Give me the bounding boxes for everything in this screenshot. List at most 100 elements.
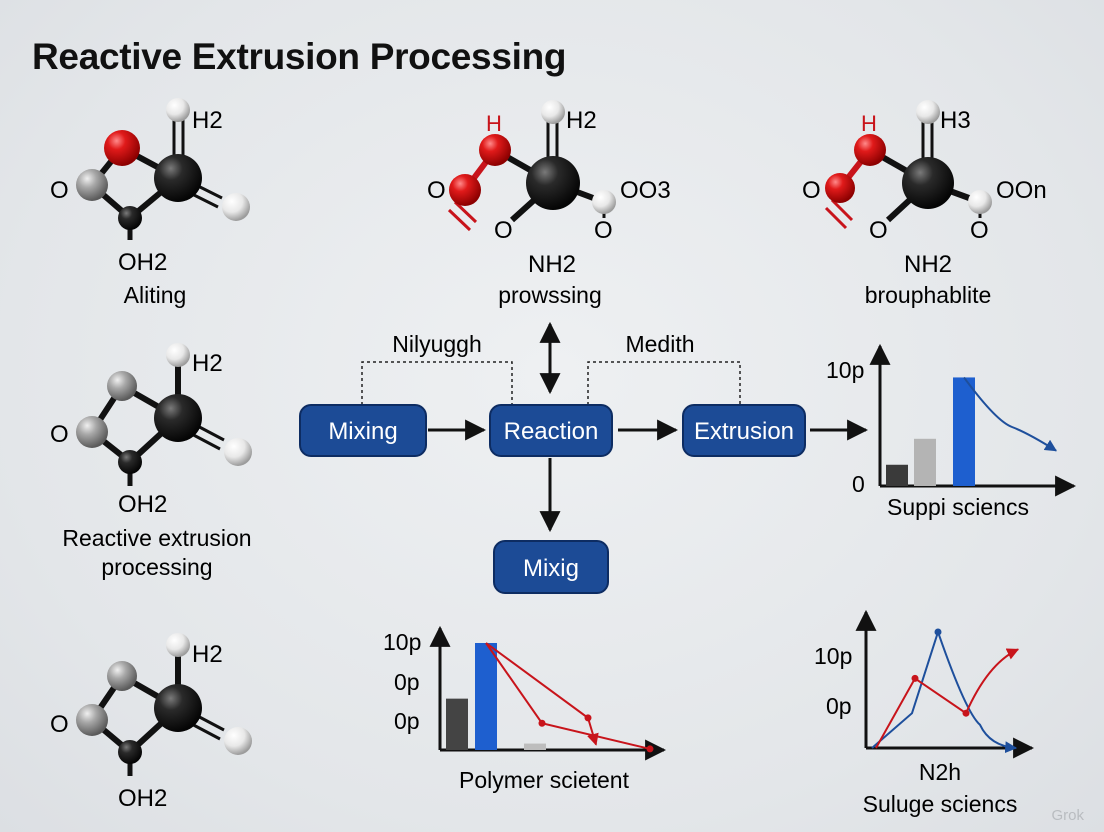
atom-label-top: H2 [192,350,223,377]
bracket-label-left: Nilyuggh [392,331,482,357]
oxygen-atom [854,134,886,166]
process-box [682,404,806,457]
series-line [875,648,1020,749]
molecule-1: H2 O OH2 Aliting [50,98,250,308]
hydrogen-atom [224,438,252,466]
atom-label-top: H2 [192,107,223,134]
bar [914,438,936,486]
carbon-atom [526,156,580,210]
carbon-atom-gray [76,704,108,736]
atom-label-top: H2 [192,641,223,668]
hydrogen-atom [222,193,250,221]
carbon-atom-gray [76,416,108,448]
molecule-4: H2 O OH2 Reactive extrusion processing [50,343,252,580]
process-step-reaction[interactable]: Reaction [489,404,613,457]
data-point [962,709,970,717]
atom-label-bottom: NH2 [528,251,576,278]
series-line [963,376,1058,452]
bar [475,643,497,750]
data-point [646,745,654,753]
atom-label-left: O [50,711,69,738]
carbon-atom-gray [107,371,137,401]
molecule-caption: Aliting [124,282,187,308]
hydrogen-atom [968,190,992,214]
molecule-caption: brouphablite [865,282,992,308]
data-point [911,674,919,682]
chart-polymer-scietent: 10p 0p 0p Polymer scietent [383,625,667,793]
carbon-atom-small [118,206,142,230]
bar [446,698,468,750]
y-tick-label: 10p [383,629,421,655]
dotted-bracket-left [361,361,513,405]
process-box [493,540,609,594]
process-step-label: Extrusion [694,418,794,445]
y-tick-label: 0p [826,693,852,719]
hydrogen-atom [916,100,940,124]
atom-label-top: H3 [940,107,971,134]
molecule-2: H H2 O O O OO3 NH2 prowssing [427,100,671,308]
hydrogen-atom [166,98,190,122]
atom-label-bottom: OH2 [118,785,167,812]
hydrogen-atom [224,727,252,755]
atom-label-left: O [802,177,821,204]
atom-label-bottom-right: O [970,217,989,244]
series-line [871,628,1018,754]
molecule-3: H H3 O O O OOn NH2 brouphablite [802,100,1047,308]
atom-label-top: H2 [566,107,597,134]
data-point [538,719,546,727]
carbon-atom [902,157,954,209]
process-step-mixing[interactable]: Mixing [299,404,427,457]
dotted-bracket-right [587,361,741,405]
molecule-caption: prowssing [498,282,602,308]
carbon-atom-small [118,740,142,764]
double-bond [830,198,854,222]
carbon-atom-gray [107,661,137,691]
atom-label-right: OOn [996,177,1047,204]
atom-label-left: O [427,177,446,204]
process-step-label: Mixing [328,418,397,445]
atom-label-bottom-left: O [869,217,888,244]
watermark: Grok [1051,807,1084,824]
chart-suluge-sciencs: 10p 0p N2h Suluge sciencs [814,609,1035,817]
process-box [299,404,427,457]
hydrogen-atom [592,190,616,214]
oxygen-atom [825,173,855,203]
process-step-extrusion[interactable]: Extrusion [682,404,806,457]
double-bond [453,200,478,224]
data-point [934,628,942,636]
x-axis-label: Polymer scietent [459,767,630,793]
molecule-caption-line2: processing [101,554,212,580]
x-axis-label-secondary: Suluge sciencs [863,791,1018,817]
atom-label-red: H [486,111,502,136]
series-line [485,642,599,746]
bracket-label-right: Medith [625,331,694,357]
y-tick-label: 0 [852,471,865,497]
bar [953,377,975,486]
series-line [485,642,651,750]
molecule-caption-line1: Reactive extrusion [62,525,251,551]
process-box [489,404,613,457]
atom-label-left: O [50,177,69,204]
molecule-5: H2 O OH2 [50,633,252,812]
process-step-mixig[interactable]: Mixig [493,540,609,594]
y-tick-label: 0p [394,708,420,734]
double-bond [824,206,848,230]
y-tick-label: 10p [826,357,864,383]
chart-suppi-sciencs: 10p 0 Suppi sciencs [826,343,1077,520]
carbon-atom-small [118,450,142,474]
atom-label-bottom-left: O [494,217,513,244]
atom-label-left: O [50,421,69,448]
page-title: Reactive Extrusion Processing [32,36,567,77]
data-point [584,714,592,722]
oxygen-atom [104,130,140,166]
oxygen-atom [479,134,511,166]
y-tick-label: 10p [814,643,852,669]
bar [524,743,546,750]
atom-label-red: H [861,111,877,136]
bar [886,464,908,486]
process-step-label: Mixig [523,555,579,582]
double-bond [447,208,472,232]
oxygen-atom [449,174,481,206]
